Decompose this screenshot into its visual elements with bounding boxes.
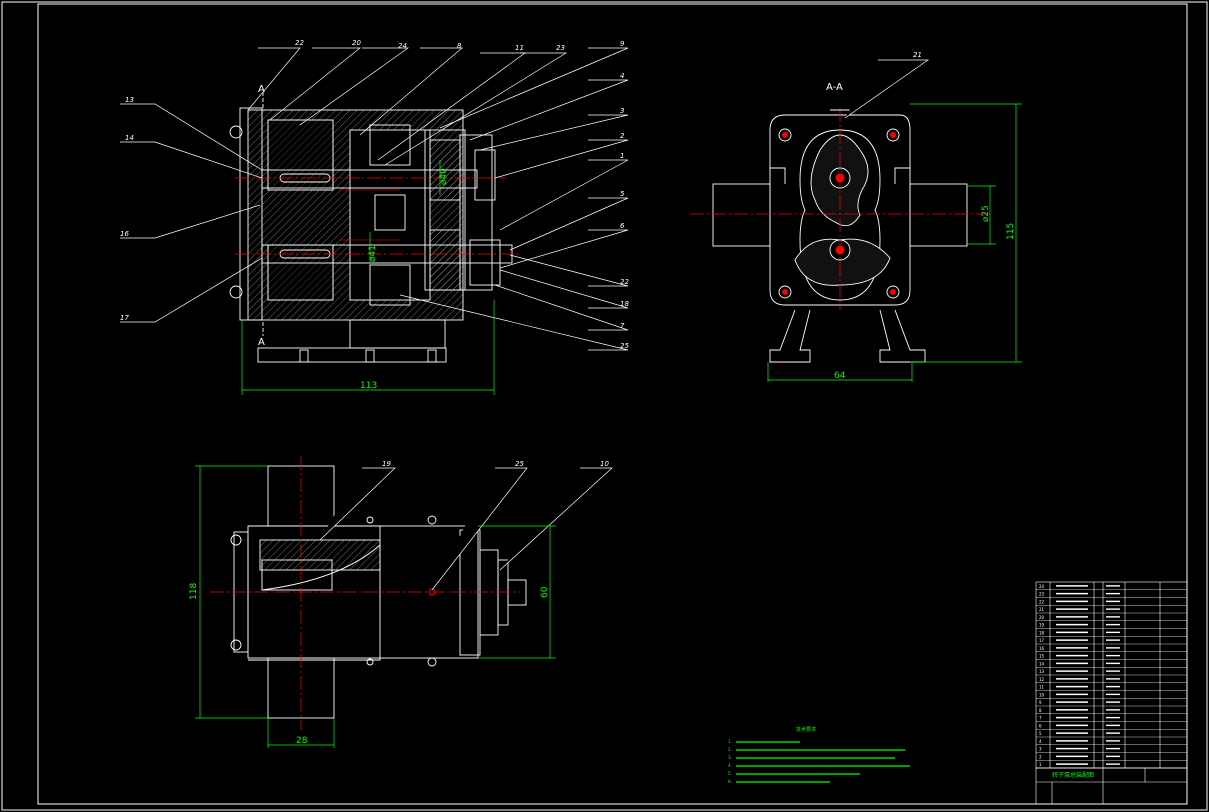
part-label: 24 [398,42,407,50]
parts-row-number: 6 [1039,723,1042,728]
part-label: 20 [352,39,361,47]
dim-inner-dia-2: ⌀41 [368,245,378,262]
parts-row-number: 9 [1039,700,1042,705]
parts-row-number: 1 [1039,762,1042,767]
part-label: 5 [620,190,625,198]
side-dimension-lines [767,103,1022,382]
part-label: 11 [515,44,524,52]
note-line: 3. [728,755,732,760]
part-label: 25 [515,460,524,468]
dim-top-base: 28 [296,736,308,746]
top-dimension-lines [195,465,556,748]
part-label: 18 [620,300,629,308]
parts-row-number: 4 [1039,739,1042,744]
part-label: 2 [620,132,625,140]
parts-row-number: 2 [1039,754,1042,759]
dim-inner-dia-1: ⌀40 [439,168,449,185]
parts-row-number: 5 [1039,731,1042,736]
part-label: 6 [620,222,625,230]
part-label: 4 [620,72,624,80]
part-label: 19 [382,460,391,468]
side-section-view [690,108,990,363]
top-leaders [319,467,613,591]
parts-row-number: 8 [1039,708,1042,713]
top-view [210,456,527,730]
note-line: 1. [728,739,732,744]
part-label: 17 [120,314,129,322]
part-label: 14 [125,134,134,142]
dim-side-height: 115 [1006,223,1016,240]
parts-row-number: 12 [1039,677,1045,682]
part-label: 21 [913,51,922,59]
note-line: 6. [728,779,732,784]
section-view-title: A-A [826,82,843,93]
part-label: 8 [457,42,462,50]
notes-title: 技术要求 [796,726,816,733]
part-label: 1 [620,152,624,160]
parts-row-number: 23 [1039,592,1045,597]
parts-row-number: 19 [1039,623,1045,628]
parts-row-number: 24 [1039,584,1045,589]
parts-row-number: 20 [1039,615,1045,620]
part-label: 16 [120,230,129,238]
dim-side-base: 64 [834,371,846,381]
parts-row-number: 14 [1039,661,1045,666]
parts-row-number: 10 [1039,692,1045,697]
parts-row-number: 11 [1039,685,1045,690]
note-text-lines [736,741,910,783]
part-label: 22 [295,39,304,47]
part-label: 25 [620,342,629,350]
part-label: 13 [125,96,134,104]
part-label: 9 [620,40,625,48]
dim-front-width: 113 [360,381,377,391]
front-section-view [229,92,520,363]
side-leaders [844,59,930,119]
front-leaders [120,47,629,351]
parts-row-number: 3 [1039,747,1042,752]
note-line: 5. [728,771,732,776]
parts-row-number: 7 [1039,716,1042,721]
parts-row-number: 17 [1039,638,1045,643]
front-part-labels: 22 20 24 8 11 23 9 4 3 2 1 5 6 13 14 16 … [120,39,629,350]
front-dimension-lines [241,160,495,395]
parts-row-number: 18 [1039,630,1045,635]
section-mark-bottom: A [258,337,265,348]
part-label: 7 [620,322,625,330]
note-line: 4. [728,763,732,768]
parts-row-number: 22 [1039,599,1045,604]
parts-row-number: 13 [1039,669,1045,674]
part-label: 3 [620,107,624,115]
note-line: 2. [728,747,732,752]
technical-notes: 技术要求 1. 2. 3. 4. 5. 6. [728,726,910,784]
dim-top-height: 118 [189,583,199,600]
section-mark-top: A [258,84,265,95]
part-label: 10 [600,460,609,468]
part-label: 22 [620,278,629,286]
part-label: 23 [556,44,565,52]
dim-port-diameter: ⌀25 [981,205,991,222]
inner-border [37,3,1188,805]
drawing-name: 转子泵总装配图 [1052,771,1094,779]
dim-top-width: 60 [540,586,550,598]
title-block [1035,767,1188,805]
parts-row-number: 15 [1039,654,1045,659]
parts-row-number: 16 [1039,646,1045,651]
parts-row-number: 21 [1039,607,1045,612]
